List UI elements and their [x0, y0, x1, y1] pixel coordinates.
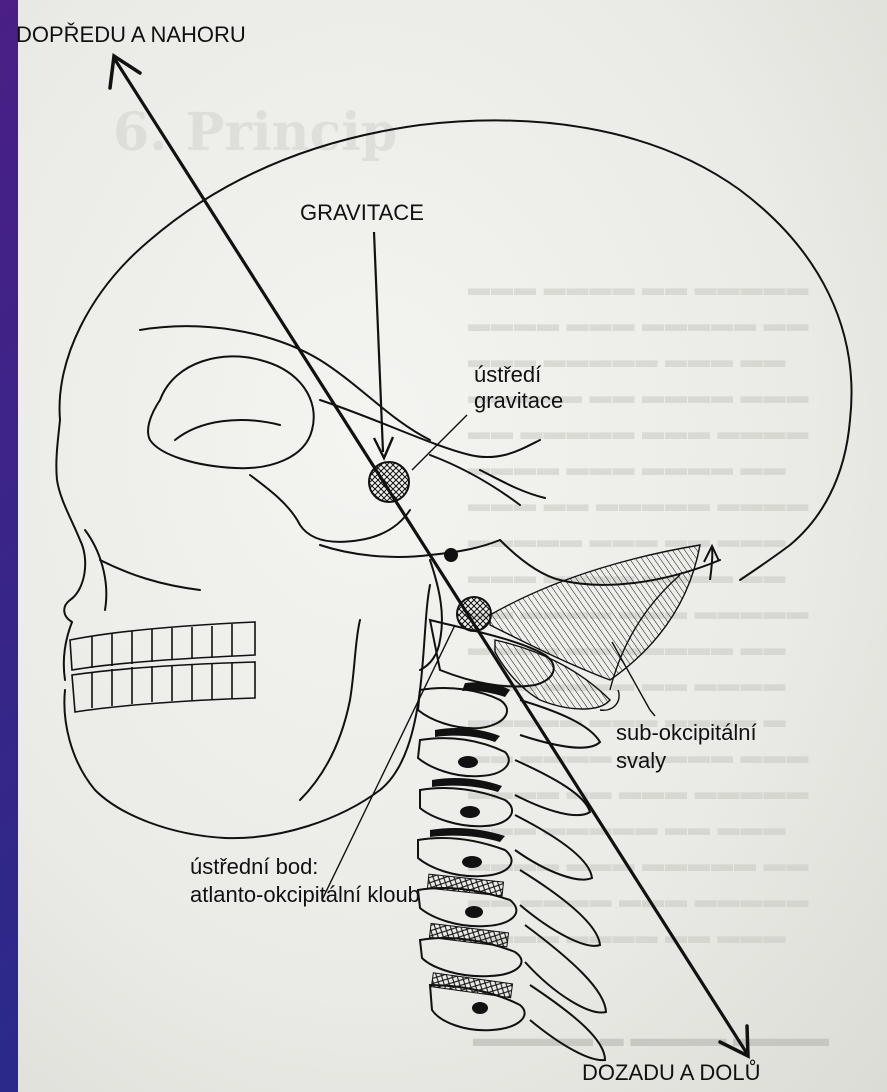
vertebral-hatched-discs	[427, 874, 512, 998]
rotation-arrow-icon	[704, 546, 719, 580]
nasal-2	[100, 560, 200, 590]
label-central-point-line1: ústřední bod:	[190, 854, 318, 880]
label-suboccipital-line2: svaly	[616, 748, 666, 774]
label-gravity: GRAVITACE	[300, 200, 424, 226]
mandible-inner	[300, 620, 360, 800]
label-backward-down: DOZADU A DOLŮ	[582, 1060, 760, 1086]
skull-outline	[60, 120, 852, 580]
label-suboccipital-line1: sub-okcipitální	[616, 720, 757, 746]
suture-1	[430, 455, 520, 505]
label-center-gravity-line2: gravitace	[474, 388, 563, 414]
temporal-line	[140, 326, 430, 440]
label-center-gravity-line1: ústředí	[474, 362, 541, 388]
styloid-dot	[445, 549, 457, 561]
brow-line	[56, 420, 85, 622]
label-forward-up: DOPŘEDU A NAHORU	[16, 22, 246, 48]
label-central-point-line2: atlanto-okcipitální kloub	[190, 882, 420, 908]
suboccipital-muscles	[490, 545, 700, 710]
orbit-inner	[175, 420, 280, 440]
arrowhead-up-icon	[110, 56, 140, 88]
nasal	[85, 530, 106, 610]
eye-orbit	[148, 356, 314, 468]
teeth	[70, 622, 255, 712]
